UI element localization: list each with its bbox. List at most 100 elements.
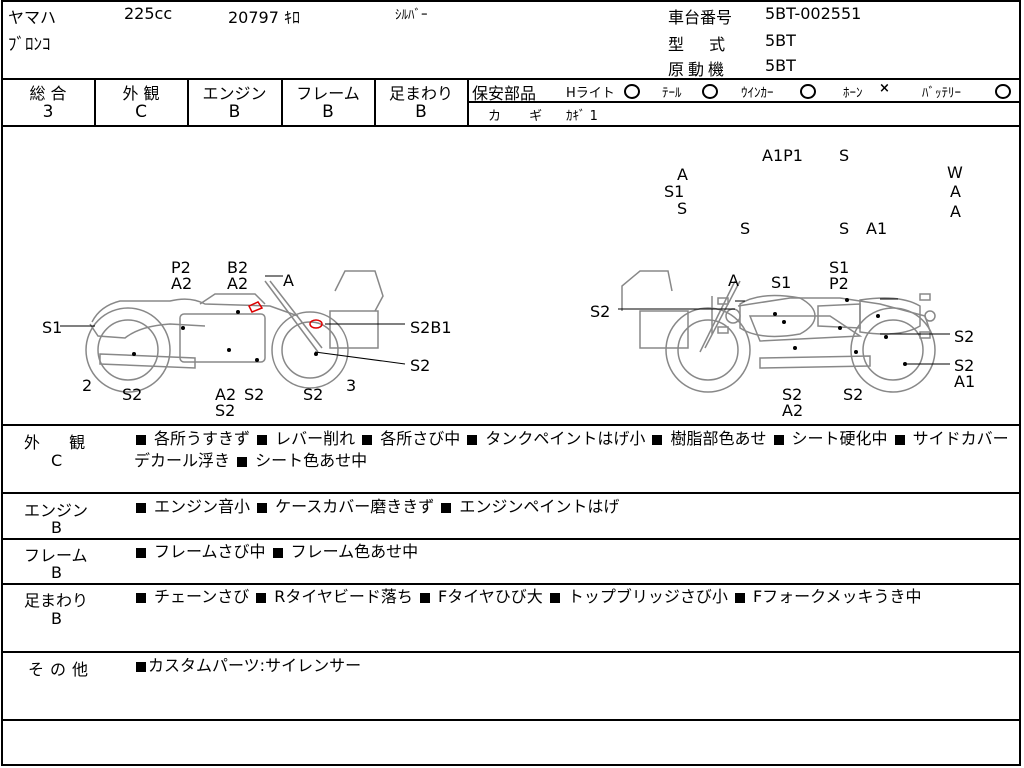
damage-code: A2 xyxy=(215,385,237,404)
right-side-motorcycle xyxy=(621,270,936,393)
damage-code: S1 xyxy=(664,182,685,201)
damage-code: A2 xyxy=(171,274,193,293)
damage-code: S2 xyxy=(782,385,803,404)
bullet-square-icon xyxy=(257,502,268,513)
frame-number-label: 車台番号 xyxy=(668,8,733,27)
ok-circle-icon xyxy=(800,84,816,99)
bullet-square-icon xyxy=(237,456,248,467)
damage-code: S2 xyxy=(410,356,431,375)
damage-code: P2 xyxy=(829,274,849,293)
divider xyxy=(374,78,376,125)
damage-code: S xyxy=(740,219,751,238)
winker-label: ｳｲﾝｶｰ xyxy=(741,86,774,101)
model-name: ﾌﾞﾛﾝｺ xyxy=(8,35,51,55)
bullet-square-icon xyxy=(136,592,146,603)
remark-label-frame: フレーム xyxy=(24,546,88,565)
damage-code: S2 xyxy=(215,401,236,420)
damage-code: S xyxy=(839,219,850,238)
remark-grade-exterior: C xyxy=(51,451,63,470)
remark-items-other: カスタムパーツ:サイレンサー xyxy=(134,655,1018,677)
bullet-square-icon xyxy=(420,592,431,603)
engine-model-label: 原動機 xyxy=(668,60,729,79)
remark-items-exterior: 各所うすきず レバー削れ 各所さび中 タンクペイントはげ小 樹脂部色あせ シート… xyxy=(134,429,1009,470)
divider xyxy=(94,78,96,125)
damage-code: A xyxy=(950,182,961,201)
damage-code: S2 xyxy=(843,385,864,404)
damage-code: 2 xyxy=(82,376,93,395)
bullet-square-icon xyxy=(136,502,146,513)
remark-grade-engine: B xyxy=(51,518,62,537)
frame-number: 5BT-002551 xyxy=(765,4,862,23)
damage-code: A xyxy=(950,202,961,221)
safety-parts-label: 保安部品 xyxy=(472,84,537,103)
bullet-square-icon xyxy=(256,592,267,603)
maker: ヤマハ xyxy=(8,8,57,27)
bullet-square-icon xyxy=(894,434,905,445)
damage-code: S1 xyxy=(771,273,792,292)
divider xyxy=(281,78,283,125)
bullet-square-icon xyxy=(773,434,784,445)
ok-circle-icon xyxy=(702,84,718,99)
type-value: 5BT xyxy=(765,31,796,50)
remark-label-suspension: 足まわり xyxy=(24,591,89,610)
damage-code: S xyxy=(677,199,688,218)
damage-code: A xyxy=(283,271,294,290)
divider xyxy=(1,719,1021,721)
frame-grade-label: フレーム xyxy=(296,84,360,103)
bullet-square-icon xyxy=(272,547,283,558)
divider xyxy=(467,78,469,125)
divider xyxy=(1,651,1021,653)
damage-code: S2 xyxy=(244,385,265,404)
divider xyxy=(1,492,1021,494)
divider xyxy=(1,125,1021,127)
ok-circle-icon xyxy=(995,84,1011,99)
bullet-square-icon xyxy=(136,661,146,672)
overall-grade: 3 xyxy=(42,102,54,122)
key-label: カ ギ xyxy=(488,109,555,124)
damage-code: A2 xyxy=(782,401,804,420)
remark-items-frame: フレームさび中 フレーム色あせ中 xyxy=(134,541,1018,563)
key-value: ｶｷﾞ 1 xyxy=(566,109,598,124)
exterior-grade-label: 外 観 xyxy=(122,84,160,103)
battery-label: ﾊﾞｯﾃﾘｰ xyxy=(922,86,961,101)
body-color: ｼﾙﾊﾞｰ xyxy=(395,8,428,23)
divider xyxy=(1,538,1021,540)
damage-code: S2B1 xyxy=(410,318,452,337)
bullet-square-icon xyxy=(136,547,146,558)
bullet-square-icon xyxy=(362,434,373,445)
suspension-grade: B xyxy=(415,102,427,122)
damage-code: S2 xyxy=(590,302,611,321)
horn-label: ﾎｰﾝ xyxy=(843,86,863,101)
bullet-square-icon xyxy=(136,434,146,445)
damage-code: A1 xyxy=(954,372,976,391)
damage-code: S1 xyxy=(42,318,63,337)
damage-code: B2 xyxy=(227,258,249,277)
divider xyxy=(1,424,1021,426)
bullet-square-icon xyxy=(734,592,745,603)
damage-code: A1 xyxy=(866,219,888,238)
remark-items-suspension: チェーンさび Rタイヤビード落ち Fタイヤひび大 トップブリッジさび小 Fフォー… xyxy=(134,586,1018,608)
bullet-square-icon xyxy=(652,434,663,445)
remark-label-exterior: 外 観 xyxy=(24,433,98,452)
type-label: 型 式 xyxy=(668,35,736,54)
engine-grade: B xyxy=(228,102,241,122)
engine-model: 5BT xyxy=(765,56,796,75)
damage-code: S2 xyxy=(303,385,324,404)
left-side-motorcycle xyxy=(85,270,384,393)
exterior-grade: C xyxy=(135,102,147,122)
remark-label-other: その他 xyxy=(28,660,95,679)
remark-items-engine: エンジン音小 ケースカバー磨ききず エンジンペイントはげ xyxy=(134,496,1018,518)
overall-grade-label: 総 合 xyxy=(29,84,67,103)
damage-code: P2 xyxy=(171,258,191,277)
headlight-label: Hライト xyxy=(566,86,615,101)
damage-code: S2 xyxy=(954,327,975,346)
damage-code: 3 xyxy=(346,376,357,395)
divider xyxy=(467,101,1021,103)
mileage: 20797 ｷﾛ xyxy=(228,8,300,27)
bullet-square-icon xyxy=(441,502,452,513)
damage-code: A xyxy=(728,271,739,290)
bullet-square-icon xyxy=(257,434,268,445)
frame-grade: B xyxy=(322,102,334,122)
divider xyxy=(1,583,1021,585)
